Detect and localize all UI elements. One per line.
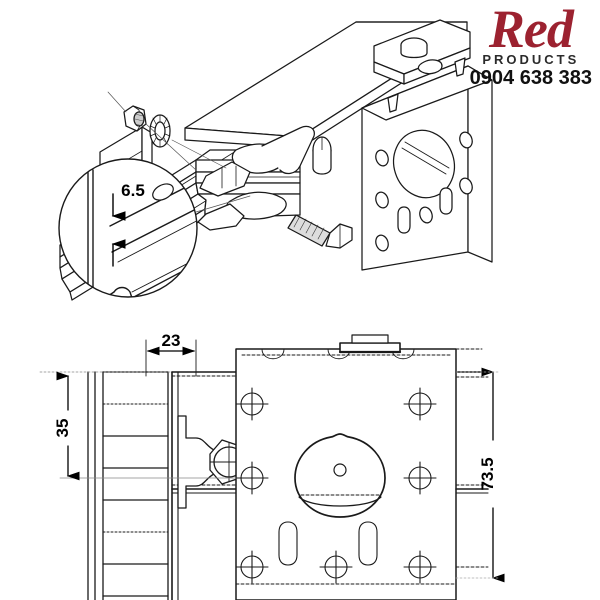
dimension-35: 35	[53, 371, 80, 481]
dimension-73-5: 73.5	[455, 367, 505, 583]
dimension-23: 23	[145, 331, 197, 377]
logo-subtitle-text: PRODUCTS	[482, 52, 580, 68]
iso-cone-pins	[387, 57, 466, 113]
svg-text:73.5: 73.5	[478, 457, 497, 490]
brand-logo: Red PRODUCTS 0904 638 383	[469, 0, 592, 90]
iso-assembly-leaders	[107, 91, 227, 171]
plan-ladder-rail	[87, 371, 169, 600]
logo-brand-text: Red	[488, 0, 574, 59]
iso-hex-bolt	[287, 214, 353, 249]
detail-callout-circle	[58, 158, 251, 298]
plan-face-plate	[235, 334, 483, 600]
dimension-6-5-label: 6.5	[121, 181, 145, 200]
iso-top-tab	[373, 19, 471, 85]
logo-phone-number: 0904 638 383	[469, 67, 592, 90]
iso-serrated-washer	[149, 114, 171, 148]
svg-text:35: 35	[53, 419, 72, 438]
svg-text:23: 23	[162, 331, 181, 350]
iso-hex-nut	[123, 105, 147, 132]
dimension-6-5: 6.5	[121, 181, 145, 200]
iso-face-plate	[361, 65, 493, 271]
iso-clamp-lever	[197, 125, 332, 231]
